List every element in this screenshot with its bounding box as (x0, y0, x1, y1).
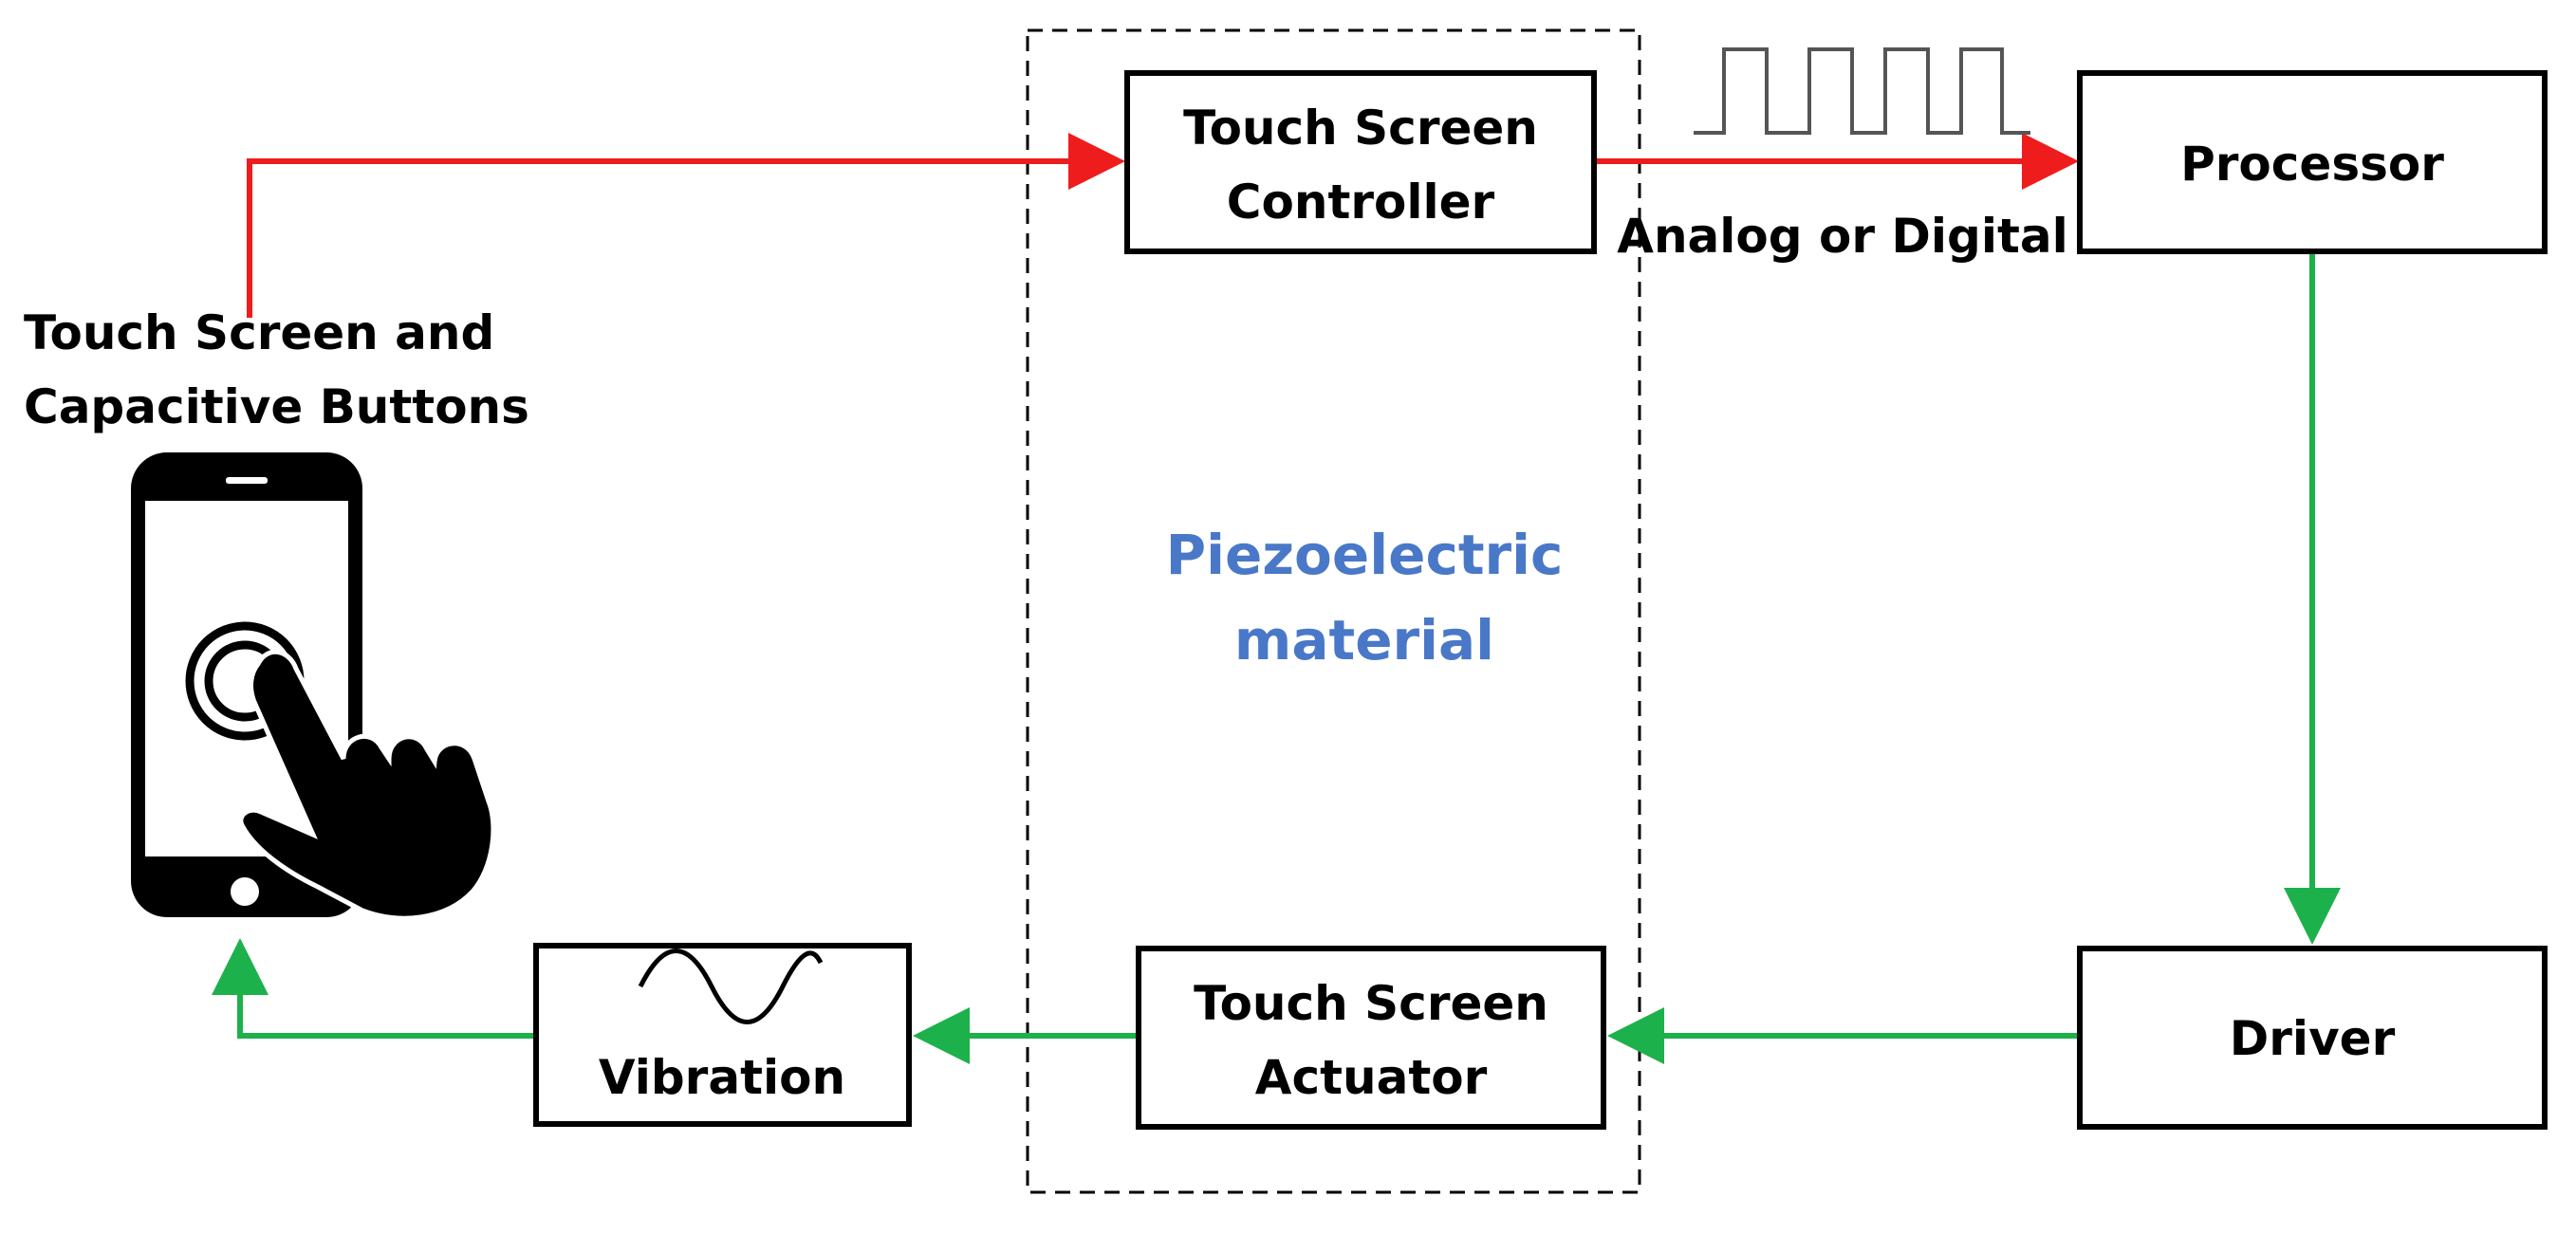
vibration-label: Vibration (599, 1050, 845, 1105)
square-wave-icon (1694, 47, 2030, 135)
piezo-label-line1: Piezoelectric (1166, 523, 1564, 587)
processor-label: Processor (2180, 137, 2444, 192)
connector-vibration-to-device (212, 938, 534, 1039)
piezo-label-line2: material (1234, 608, 1494, 672)
touch-screen-actuator-label-line2: Actuator (1255, 1050, 1488, 1105)
vibration-block: Vibration (533, 943, 912, 1127)
touch-hand-icon (238, 649, 496, 921)
touch-screen-actuator-block: Touch Screen Actuator (1136, 946, 1606, 1130)
driver-label: Driver (2230, 1011, 2396, 1066)
touch-screen-controller-label-line1: Touch Screen (1183, 101, 1538, 156)
connector-device-to-controller (247, 133, 1125, 318)
touch-screen-controller-block: Touch Screen Controller (1124, 70, 1597, 254)
signal-type-label: Analog or Digital (1617, 209, 2068, 264)
device-label-line1: Touch Screen and (24, 305, 494, 360)
processor-block: Processor (2077, 70, 2548, 254)
driver-block: Driver (2077, 946, 2548, 1130)
sine-wave-icon (638, 949, 824, 1024)
piezoelectric-region (1026, 28, 1641, 1194)
touch-screen-actuator-label-line1: Touch Screen (1194, 976, 1548, 1031)
device-label-line2: Capacitive Buttons (24, 379, 529, 434)
touch-screen-controller-label-line2: Controller (1227, 175, 1495, 230)
